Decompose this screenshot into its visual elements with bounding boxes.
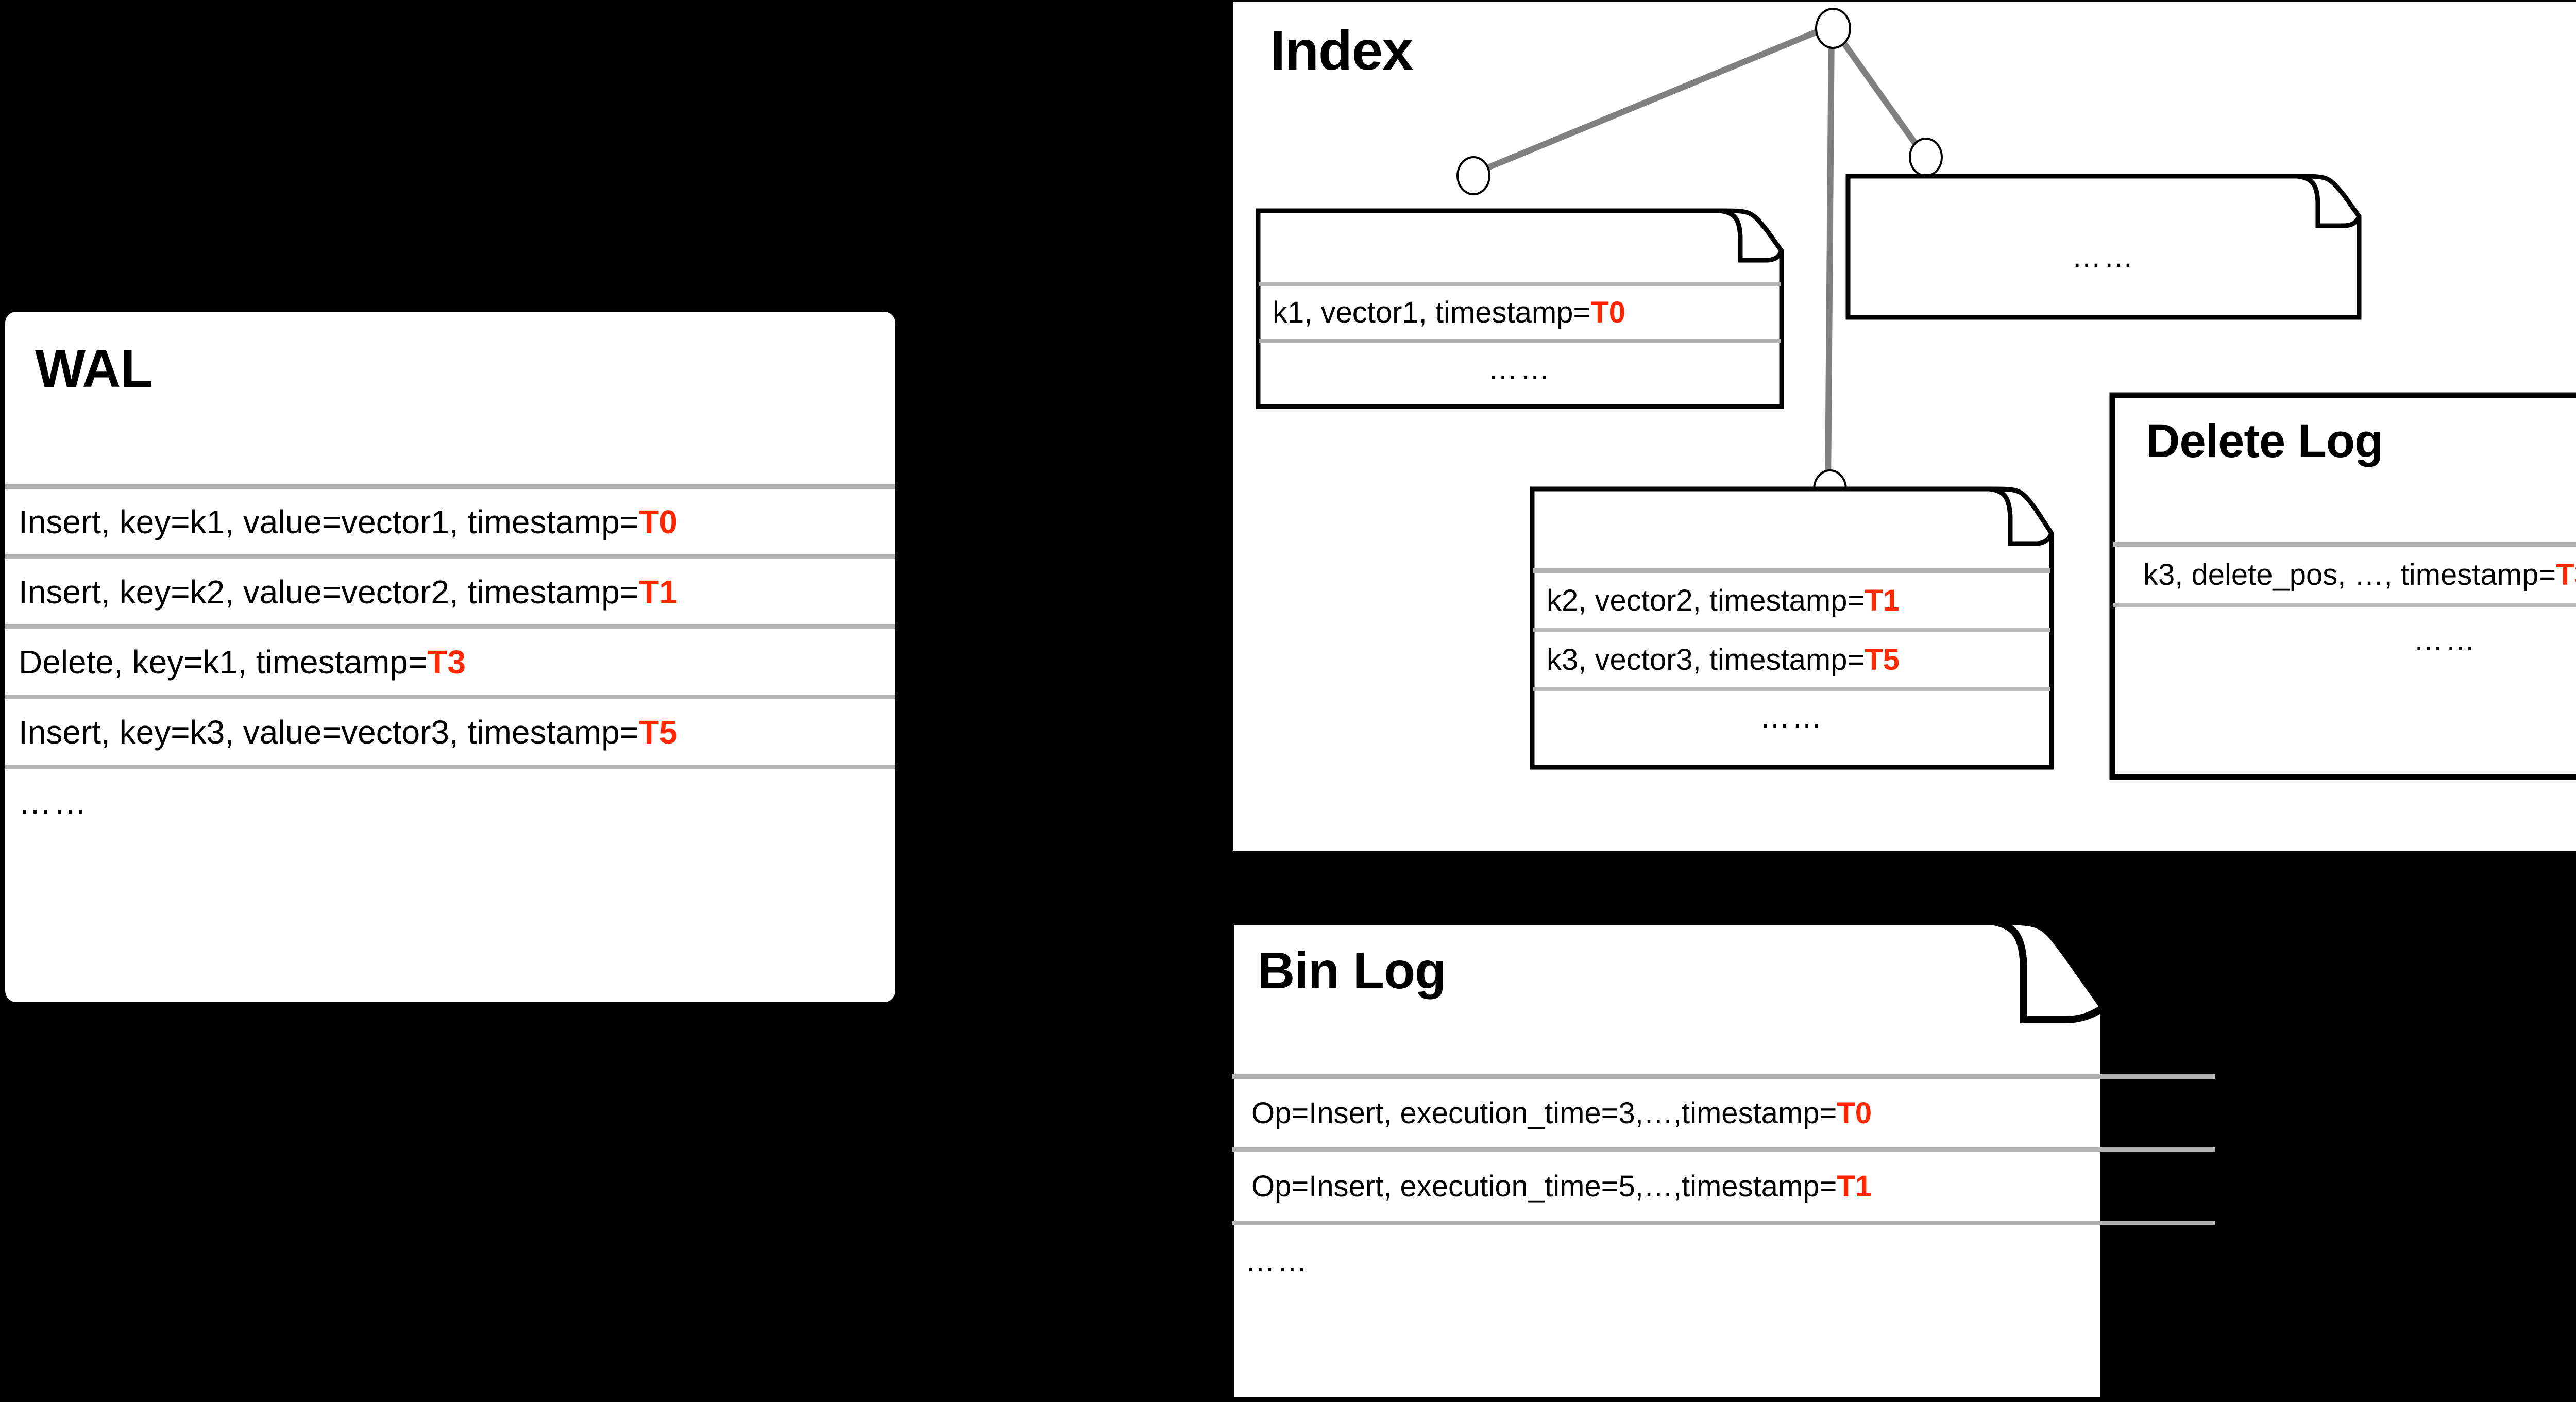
bin-log-card: Bin Log Op=Insert, execution_time=3,…,ti…: [1227, 918, 2219, 1402]
index-leaf-row-text: k3, vector3, timestamp=: [1547, 643, 1865, 677]
wal-row-text: Insert, key=k3, value=vector3, timestamp…: [19, 713, 639, 751]
index-leaf-row: ……: [1533, 687, 2050, 744]
bin-log-row-text: Op=Insert, execution_time=3,…,timestamp=: [1251, 1096, 1837, 1130]
wal-panel: WAL Insert, key=k1, value=vector1, times…: [5, 312, 895, 1002]
wal-row: Insert, key=k1, value=vector1, timestamp…: [5, 484, 895, 554]
wal-row-text: Delete, key=k1, timestamp=: [19, 643, 428, 681]
wal-title: WAL: [35, 339, 153, 399]
index-panel: Index k1, vector1, timestamp=T0: [1233, 2, 2576, 851]
index-leaf-card-ellipsis: ……: [1845, 174, 2362, 320]
tree-edge-root-to-middle: [1825, 25, 1835, 489]
index-leaf-row: ……: [1259, 339, 1781, 395]
wal-row: Insert, key=k3, value=vector3, timestamp…: [5, 695, 895, 765]
tree-edge-root-to-right: [1829, 24, 1927, 158]
index-leaf-row-timestamp: T1: [1865, 583, 1900, 617]
index-leaf-row: k1, vector1, timestamp=T0: [1259, 282, 1781, 339]
bin-log-row-list: Op=Insert, execution_time=3,…,timestamp=…: [1232, 1074, 2215, 1313]
index-title: Index: [1270, 19, 1413, 81]
wal-row-timestamp: T5: [639, 713, 677, 751]
delete-log-row-text: k3, delete_pos, …, timestamp=: [2143, 558, 2556, 592]
index-leaf-row-text: ……: [2072, 240, 2136, 274]
delete-log-row-list: k3, delete_pos, …, timestamp=T3 ……: [2113, 542, 2576, 706]
delete-log-row-text: ……: [2413, 623, 2478, 657]
index-leaf-row-text: k2, vector2, timestamp=: [1547, 583, 1865, 617]
index-leaf-row-text: ……: [1488, 352, 1552, 386]
delete-log-row-timestamp: T3: [2556, 558, 2576, 592]
index-leaf-row: k2, vector2, timestamp=T1: [1533, 568, 2050, 628]
tree-node-left: [1456, 156, 1490, 195]
index-leaf-card-k2-k3: k2, vector2, timestamp=T1 k3, vector3, t…: [1530, 486, 2054, 770]
bin-log-row-timestamp: T1: [1837, 1170, 1872, 1203]
bin-log-title: Bin Log: [1258, 942, 1446, 1000]
delete-log-row: k3, delete_pos, …, timestamp=T3: [2113, 542, 2576, 603]
wal-row-list: Insert, key=k1, value=vector1, timestamp…: [5, 484, 895, 835]
index-leaf-card-k1: k1, vector1, timestamp=T0 ……: [1256, 208, 1784, 409]
delete-log-title: Delete Log: [2146, 415, 2383, 467]
document-shape-icon: [1227, 918, 2107, 1402]
bin-log-row-text: Op=Insert, execution_time=5,…,timestamp=: [1251, 1170, 1837, 1203]
tree-node-right: [1909, 138, 1943, 177]
bin-log-row: Op=Insert, execution_time=5,…,timestamp=…: [1232, 1147, 2215, 1221]
index-leaf-k1-row-list: k1, vector1, timestamp=T0 ……: [1259, 282, 1781, 395]
index-leaf-row-text: ……: [1760, 701, 1824, 734]
wal-row-text: Insert, key=k1, value=vector1, timestamp…: [19, 503, 639, 540]
wal-row-timestamp: T1: [639, 573, 677, 611]
index-leaf-row-timestamp: T0: [1590, 296, 1625, 329]
wal-row: ……: [5, 765, 895, 835]
tree-node-root: [1815, 8, 1851, 49]
wal-row-timestamp: T3: [427, 643, 466, 681]
document-shape-icon: [2109, 392, 2576, 780]
bin-log-row-timestamp: T0: [1837, 1096, 1872, 1130]
index-tree-edges: [1470, 23, 1927, 489]
tree-edge-root-to-left: [1470, 23, 1833, 177]
index-leaf-row-text: k1, vector1, timestamp=: [1273, 296, 1591, 329]
wal-row-timestamp: T0: [639, 503, 677, 540]
index-leaf-k2k3-row-list: k2, vector2, timestamp=T1 k3, vector3, t…: [1533, 568, 2050, 744]
wal-row-text: Insert, key=k2, value=vector2, timestamp…: [19, 573, 639, 611]
delete-log-row: ……: [2113, 603, 2576, 706]
bin-log-row-text: ……: [1245, 1244, 1309, 1278]
wal-row-text: ……: [19, 783, 89, 821]
wal-row: Insert, key=k2, value=vector2, timestamp…: [5, 554, 895, 624]
wal-row: Delete, key=k1, timestamp=T3: [5, 624, 895, 695]
delete-log-card: Delete Log k3, delete_pos, …, timestamp=…: [2109, 392, 2576, 780]
index-leaf-row: k3, vector3, timestamp=T5: [1533, 628, 2050, 687]
document-shape-icon: [1845, 174, 2362, 320]
bin-log-row: Op=Insert, execution_time=3,…,timestamp=…: [1232, 1074, 2215, 1147]
index-leaf-row-timestamp: T5: [1865, 643, 1900, 677]
document-shape-icon: [1256, 208, 1784, 409]
bin-log-row: ……: [1232, 1221, 2215, 1313]
